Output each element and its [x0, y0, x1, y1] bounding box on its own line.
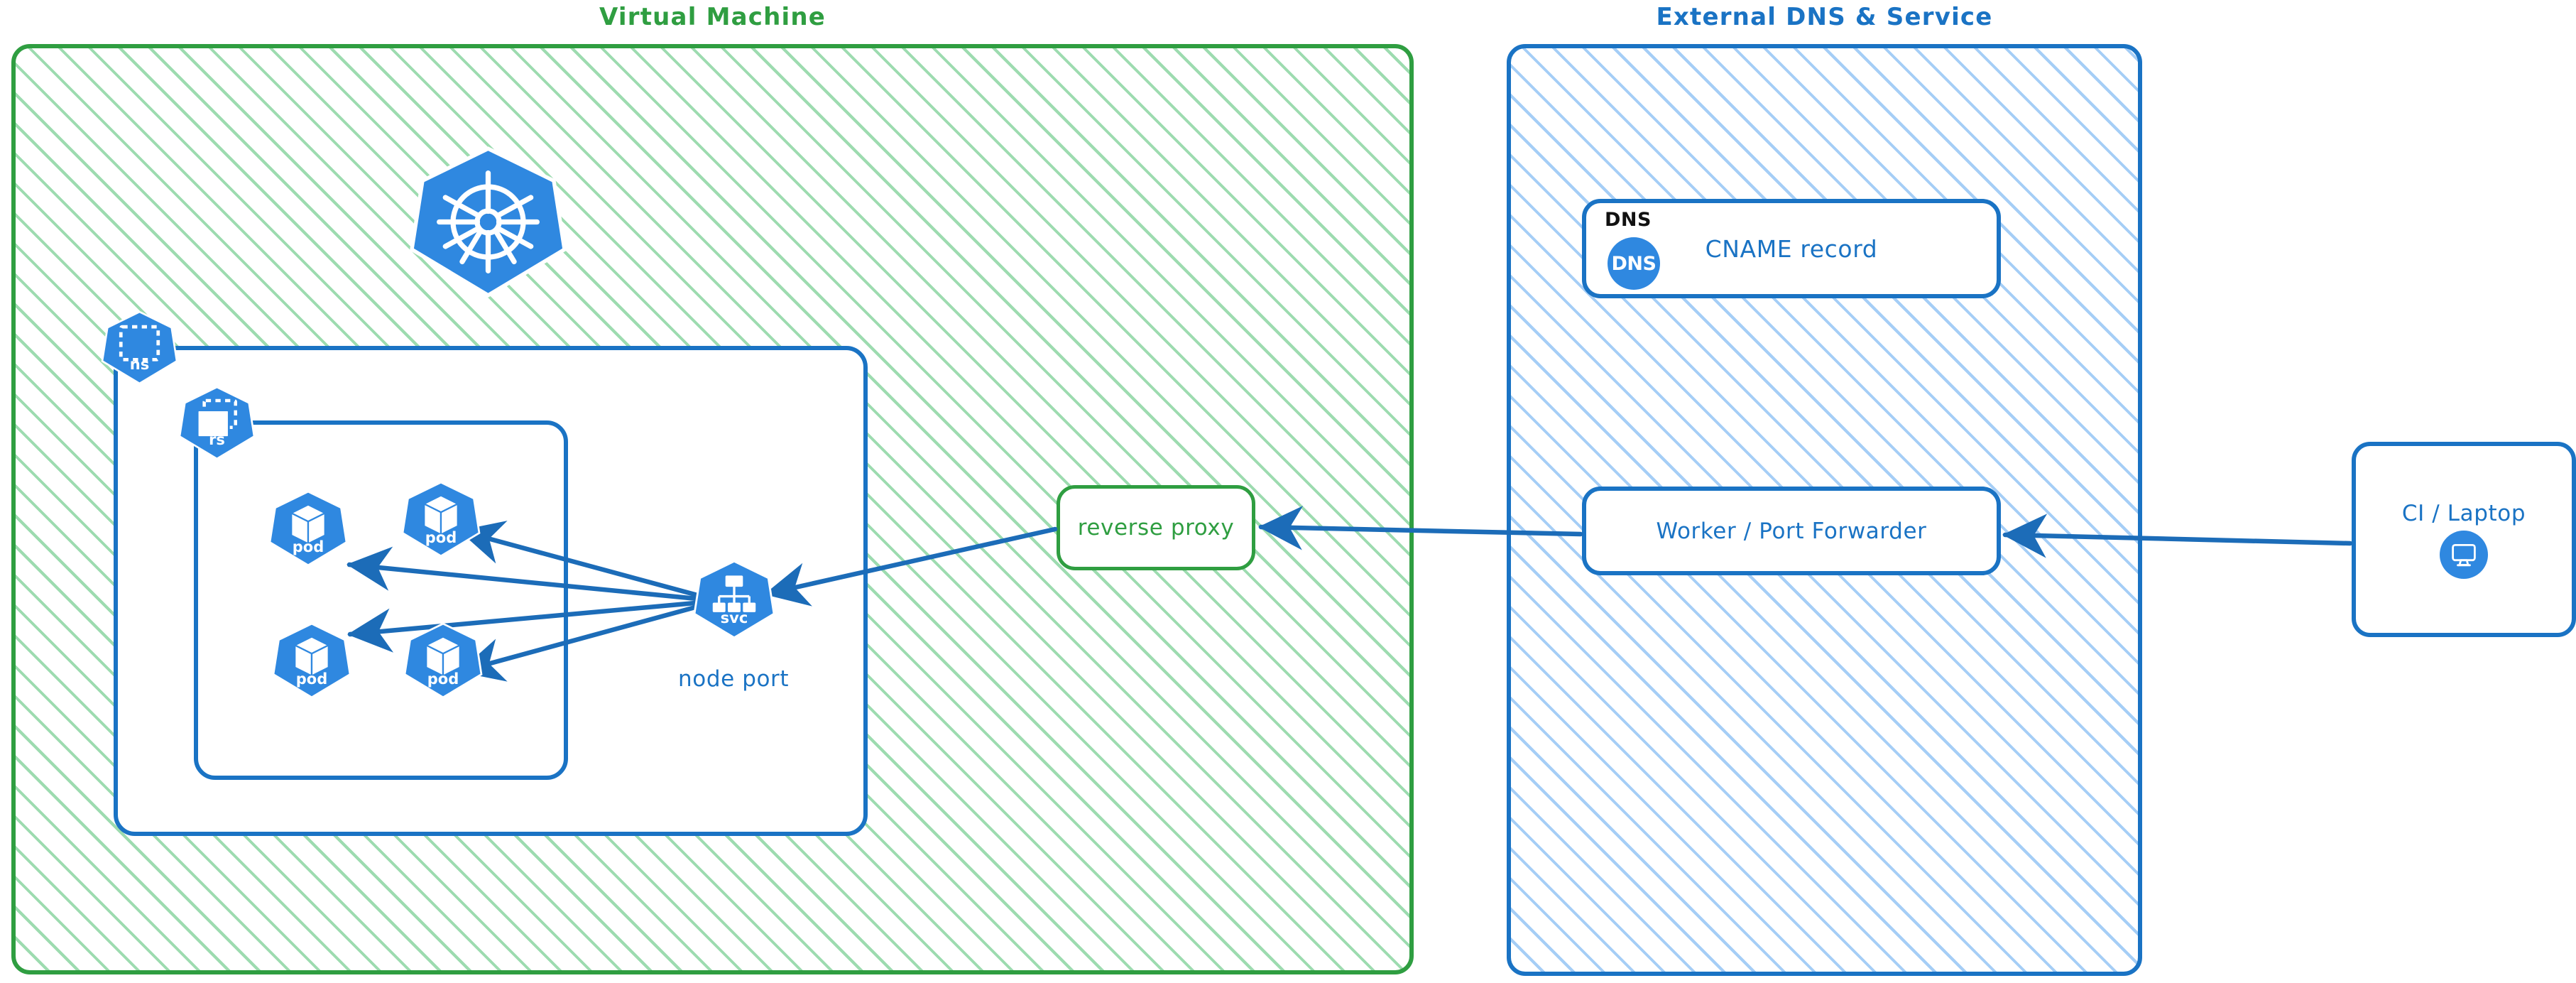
replicaset-container[interactable] [194, 420, 568, 780]
dns-card-tag: DNS [1605, 209, 1652, 231]
pod-icon-4[interactable]: pod [403, 622, 483, 699]
replicaset-icon[interactable]: rs [178, 386, 256, 460]
pod-icon-2[interactable]: pod [401, 481, 481, 558]
ci-laptop-label: CI / Laptop [2401, 500, 2526, 526]
dns-badge-text: DNS [1611, 252, 1657, 275]
reverse-proxy-label: reverse proxy [1077, 515, 1235, 541]
dns-badge-icon: DNS [1608, 237, 1660, 290]
desktop-monitor-icon [2440, 530, 2488, 579]
pod-icon-3[interactable]: pod [272, 622, 351, 699]
group-external-dns-service-title: External DNS & Service [1656, 3, 1993, 31]
worker-port-forwarder-box[interactable]: Worker / Port Forwarder [1582, 487, 2001, 575]
dns-cname-card[interactable]: DNS DNS CNAME record [1582, 199, 2001, 298]
group-virtual-machine-title: Virtual Machine [599, 3, 826, 31]
kubernetes-wheel-icon [410, 146, 567, 298]
service-icon[interactable]: svc [693, 560, 775, 639]
namespace-icon[interactable]: ns [101, 310, 178, 385]
node-port-label: node port [678, 666, 790, 692]
dns-card-label: CNAME record [1705, 234, 1878, 263]
ci-laptop-box[interactable]: CI / Laptop [2352, 442, 2576, 637]
reverse-proxy-box[interactable]: reverse proxy [1057, 485, 1255, 570]
pod-icon-1[interactable]: pod [268, 490, 348, 567]
worker-port-forwarder-label: Worker / Port Forwarder [1656, 518, 1927, 544]
